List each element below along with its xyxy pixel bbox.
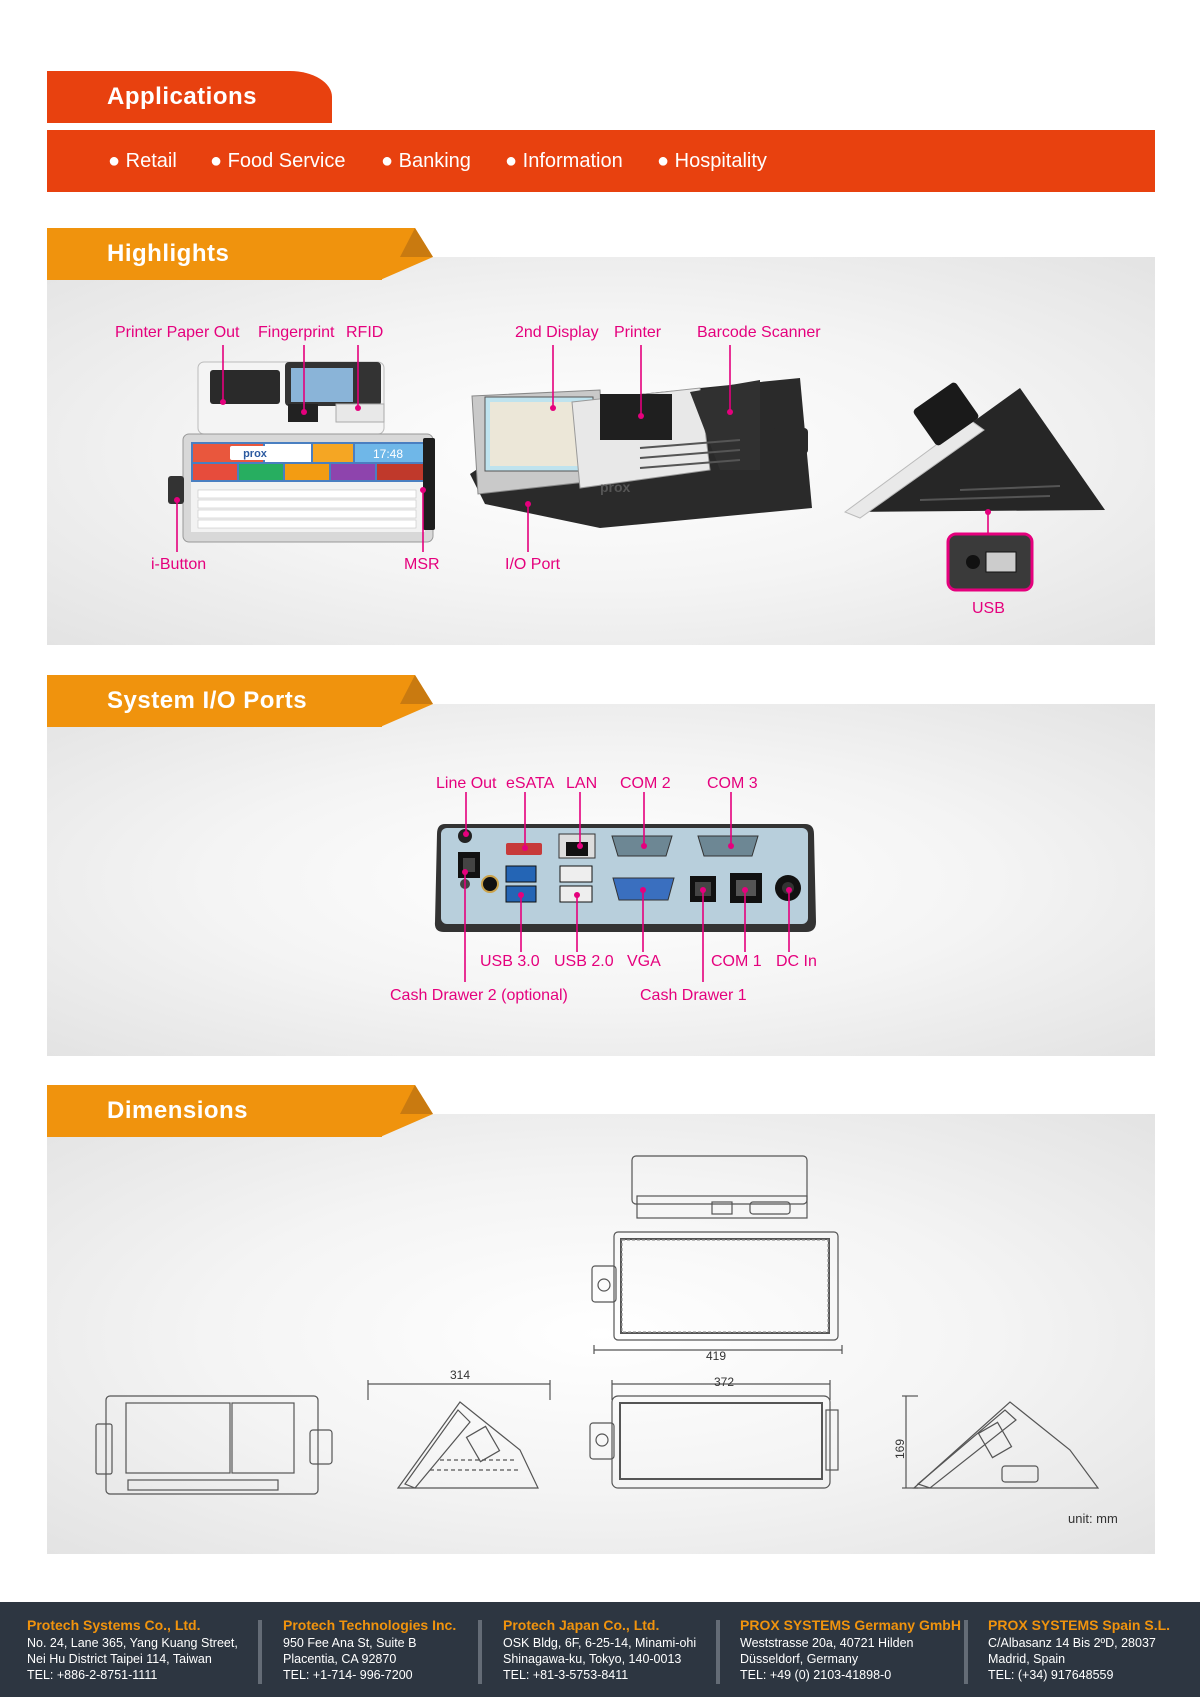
office-address-line1: OSK Bldg, 6F, 6-25-14, Minami-ohi: [503, 1636, 697, 1650]
application-item-information: ● Information: [505, 149, 623, 172]
office-germany: PROX SYSTEMS Germany GmbH Weststrasse 20…: [740, 1617, 961, 1683]
dimension-unit: unit: mm: [1068, 1511, 1118, 1526]
application-item-banking: ● Banking: [381, 149, 471, 172]
dimension-height-side: 169: [893, 1438, 908, 1460]
office-phone: TEL: +81-3-5753-8411: [503, 1668, 629, 1682]
office-japan: Protech Japan Co., Ltd. OSK Bldg, 6F, 6-…: [503, 1617, 696, 1683]
label-i-button: i-Button: [151, 556, 207, 573]
drawing-rear-view: [95, 1395, 333, 1495]
pos-terminal-side-image: [843, 382, 1105, 592]
dimension-width-front: 419: [706, 1349, 727, 1363]
office-address-line2: Nei Hu District Taipei 114, Taiwan: [27, 1652, 212, 1666]
footer: Protech Systems Co., Ltd. No. 24, Lane 3…: [0, 1602, 1200, 1697]
office-phone: TEL: +49 (0) 2103-41898-0: [740, 1668, 892, 1682]
office-taiwan: Protech Systems Co., Ltd. No. 24, Lane 3…: [27, 1617, 238, 1683]
drawing-side-view-depth: [367, 1380, 551, 1489]
office-name: Protech Technologies Inc.: [283, 1617, 457, 1633]
io-ports-heading: System I/O Ports: [47, 675, 382, 727]
dimensions-title: Dimensions: [107, 1097, 249, 1124]
office-address-line2: Shinagawa-ku, Tokyo, 140-0013: [503, 1652, 682, 1666]
highlights-callout-lines: [174, 345, 991, 552]
drawing-top-view: [589, 1380, 839, 1489]
office-address-line2: Madrid, Spain: [988, 1652, 1066, 1666]
office-address-line1: 950 Fee Ana St, Suite B: [283, 1636, 417, 1650]
application-item-retail: ● Retail: [108, 149, 177, 172]
io-ports-heading-ribbon: [380, 675, 433, 727]
label-usb30: USB 3.0: [480, 953, 540, 970]
screen-brand-text: prox: [243, 448, 268, 460]
label-2nd-display: 2nd Display: [515, 324, 599, 341]
io-panel-image: [434, 824, 816, 932]
label-lan: LAN: [566, 775, 598, 792]
office-name: Protech Systems Co., Ltd.: [27, 1617, 201, 1633]
office-address-line1: Weststrasse 20a, 40721 Hilden: [740, 1636, 914, 1650]
label-rfid: RFID: [346, 324, 384, 341]
dimension-drawings: [95, 1155, 1100, 1495]
label-dc-in: DC In: [776, 953, 817, 970]
highlights-title: Highlights: [107, 240, 230, 267]
device-brand-text: prox: [600, 479, 631, 495]
office-name: Protech Japan Co., Ltd.: [503, 1617, 660, 1633]
label-cash-drawer-2: Cash Drawer 2 (optional): [390, 987, 568, 1004]
footer-divider: [964, 1620, 968, 1684]
dimensions-heading-ribbon: [380, 1085, 433, 1137]
dimension-depth-side: 314: [450, 1368, 471, 1382]
screen-time-text: 17:48: [373, 447, 403, 461]
office-phone: TEL: +886-2-8751-1111: [27, 1668, 158, 1682]
office-address-line1: No. 24, Lane 365, Yang Kuang Street,: [27, 1636, 238, 1650]
office-phone: TEL: (+34) 917648559: [988, 1668, 1114, 1682]
io-ports-title: System I/O Ports: [107, 687, 308, 714]
applications-heading: Applications: [47, 71, 332, 123]
office-address-line2: Düsseldorf, Germany: [740, 1652, 859, 1666]
pos-terminal-angled-image: prox: [470, 378, 812, 528]
highlights-heading-ribbon: [380, 228, 433, 280]
applications-bar: ● Retail ● Food Service ● Banking ● Info…: [47, 130, 1155, 192]
office-address-line2: Placentia, CA 92870: [283, 1652, 397, 1666]
dimensions-panel: [47, 1114, 1155, 1554]
footer-divider: [716, 1620, 720, 1684]
label-fingerprint: Fingerprint: [258, 324, 335, 341]
label-printer: Printer: [614, 324, 662, 341]
applications-title: Applications: [107, 83, 258, 110]
label-barcode-scanner: Barcode Scanner: [697, 324, 821, 341]
dimension-width-top: 372: [714, 1375, 735, 1389]
footer-divider: [478, 1620, 482, 1684]
label-com2: COM 2: [620, 775, 671, 792]
io-callout-lines: [462, 792, 792, 982]
label-com3: COM 3: [707, 775, 758, 792]
label-usb: USB: [972, 600, 1005, 617]
application-item-hospitality: ● Hospitality: [657, 149, 767, 172]
footer-divider: [258, 1620, 262, 1684]
io-panel-illustration: [434, 792, 816, 982]
office-name: PROX SYSTEMS Spain S.L.: [988, 1617, 1171, 1633]
office-name: PROX SYSTEMS Germany GmbH: [740, 1617, 961, 1633]
office-spain: PROX SYSTEMS Spain S.L. C/Albasanz 14 Bi…: [988, 1617, 1170, 1683]
pos-terminal-front-image: prox 17:48: [168, 361, 435, 543]
label-com1: COM 1: [711, 953, 762, 970]
label-esata: eSATA: [506, 775, 555, 792]
application-item-food-service: ● Food Service: [210, 149, 346, 172]
drawing-side-view-height: [902, 1395, 1100, 1489]
office-phone: TEL: +1-714- 996-7200: [283, 1668, 413, 1682]
label-vga: VGA: [627, 953, 661, 970]
highlights-heading: Highlights: [47, 228, 382, 280]
office-address-line1: C/Albasanz 14 Bis 2ºD, 28037: [988, 1636, 1156, 1650]
label-msr: MSR: [404, 556, 440, 573]
label-line-out: Line Out: [436, 775, 497, 792]
drawing-front-view: [591, 1155, 843, 1354]
label-io-port: I/O Port: [505, 556, 561, 573]
office-usa: Protech Technologies Inc. 950 Fee Ana St…: [283, 1617, 456, 1683]
label-printer-paper-out: Printer Paper Out: [115, 324, 240, 341]
label-cash-drawer-1: Cash Drawer 1: [640, 987, 747, 1004]
dimensions-heading: Dimensions: [47, 1085, 382, 1137]
label-usb20: USB 2.0: [554, 953, 614, 970]
highlights-illustration: prox 17:48 prox: [168, 345, 1105, 592]
